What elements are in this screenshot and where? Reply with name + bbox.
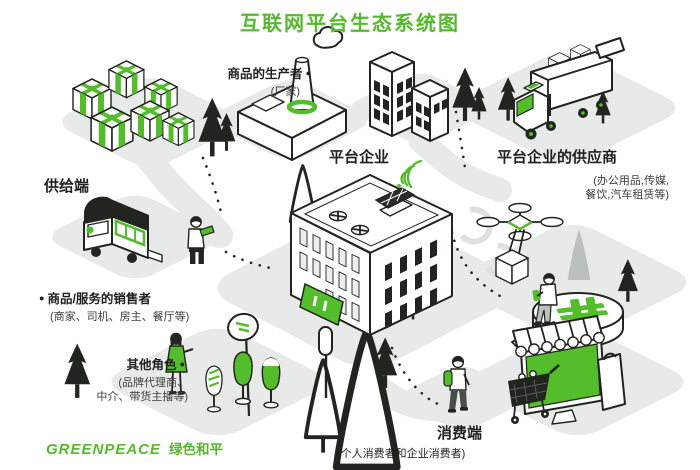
label-sellers: ●商品/服务的销售者 (商家、司机、房主、餐厅等) xyxy=(36,288,189,324)
supply-side-title: 供给端 xyxy=(44,178,90,195)
roof-vent-icon xyxy=(328,210,370,236)
building-windows-right xyxy=(385,239,437,330)
green-sign-icon xyxy=(299,282,344,327)
consumer-title: 消费端 xyxy=(437,425,483,442)
other-roles-bullet: ● xyxy=(179,359,185,369)
other-roles-sub-2: 中介、带货主播等) xyxy=(96,391,188,404)
label-other-roles: 其他角色● (品牌代理商、 中介、带货主播等) xyxy=(40,354,188,405)
smoke-icon xyxy=(312,26,344,49)
producer-bullet: ● xyxy=(305,68,311,78)
dotted-path-icon xyxy=(201,110,502,406)
factory-icon xyxy=(237,26,347,161)
delivery-van-icon xyxy=(83,196,163,263)
supplier-title: 平台企业的供应商 xyxy=(497,149,618,166)
sellers-bullet: ● xyxy=(39,293,45,303)
street-lamp-icon xyxy=(318,326,333,398)
stylist-icon xyxy=(165,332,194,395)
city-buildings-icon xyxy=(369,51,449,142)
platform-building-icon xyxy=(290,159,453,398)
greenpeace-logo: GREENPEACE 绿色和平 xyxy=(46,438,223,459)
drone-icon xyxy=(476,202,564,285)
mannequin-scene xyxy=(165,312,281,417)
solar-panel-icon xyxy=(374,187,416,217)
consumer-sub: (个人消费者和企业消费者) xyxy=(337,448,466,460)
supplier-truck-icon xyxy=(513,37,625,140)
shopping-bag-icon xyxy=(597,352,626,411)
courier-icon xyxy=(187,216,215,264)
label-producer: 商品的生产者● (厂家) xyxy=(190,63,314,99)
supplier-sub-2: 餐饮,汽车租赁等) xyxy=(585,189,669,202)
sellers-sub: (商家、司机、房主、餐厅等) xyxy=(50,310,190,323)
greenpeace-logo-en: GREENPEACE xyxy=(46,441,162,458)
label-supplier: 平台企业的供应商 (办公用品,传媒, 餐饮,汽车租赁等) xyxy=(497,147,669,203)
cone-tree-icon xyxy=(288,164,591,470)
seated-person-icon xyxy=(532,273,558,326)
producer-title: 商品的生产者 xyxy=(227,67,303,81)
other-roles-title: 其他角色 xyxy=(126,358,177,372)
platform-title: 平台企业 xyxy=(329,149,390,166)
greenpeace-logo-zh: 绿色和平 xyxy=(169,442,224,457)
supplier-sub-1: (办公用品,传媒, xyxy=(593,174,669,187)
mannequin-icon xyxy=(205,351,281,413)
producer-sub: (厂家) xyxy=(270,85,300,98)
wifi-icon xyxy=(397,159,423,189)
label-supply-side: 供给端 xyxy=(44,176,89,198)
page-title: 互联网平台生态系统图 xyxy=(240,13,460,35)
sellers-title: 商品/服务的销售者 xyxy=(47,292,151,306)
shopping-cart-icon xyxy=(508,364,560,424)
label-platform: 平台企业 xyxy=(329,147,389,169)
storefront-icon xyxy=(508,315,626,425)
parcel-icon xyxy=(495,249,529,285)
other-roles-sub-1: (品牌代理商、 xyxy=(118,376,188,389)
consumer-person-icon xyxy=(443,355,470,413)
label-consumer: 消费端 xyxy=(437,423,482,445)
awning-icon xyxy=(512,315,605,358)
